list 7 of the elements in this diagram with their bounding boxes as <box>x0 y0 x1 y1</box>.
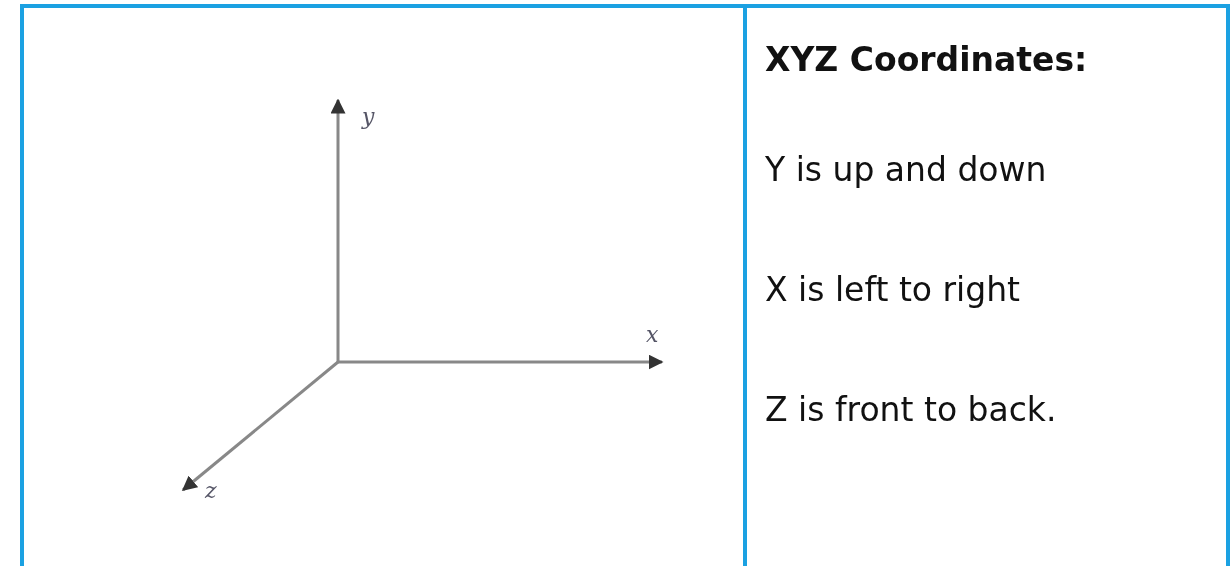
axis-label: y <box>362 104 375 129</box>
description-text: X is left to right <box>765 270 1021 309</box>
axis-label: x <box>646 322 659 347</box>
heading: XYZ Coordinates: <box>765 40 1088 79</box>
description-text: Z is front to back. <box>765 390 1057 429</box>
description-text: Y is up and down <box>765 150 1047 189</box>
axis-label: z <box>205 478 217 503</box>
